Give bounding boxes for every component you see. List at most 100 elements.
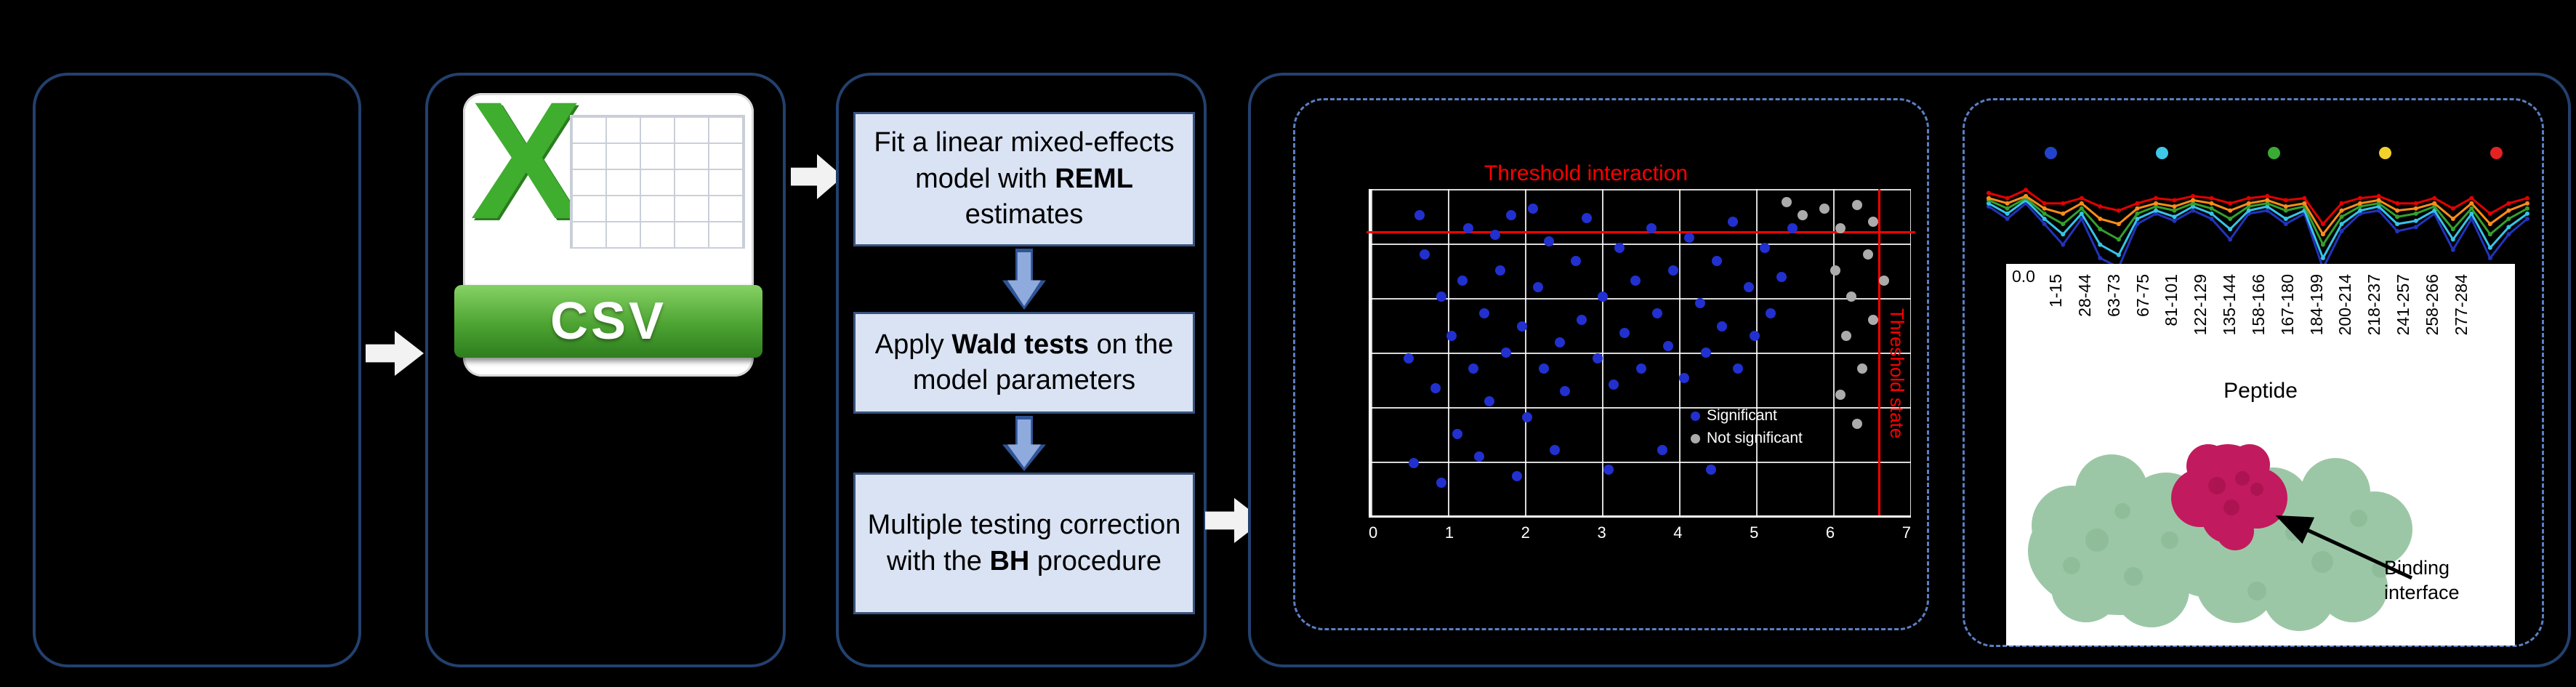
excel-logo-icon: X bbox=[470, 67, 582, 254]
scatter-point bbox=[1538, 363, 1549, 374]
scatter-point bbox=[1862, 249, 1873, 260]
scatter-point bbox=[1846, 292, 1857, 302]
scatter-point bbox=[1651, 308, 1662, 318]
peptide-tick-label: 277-284 bbox=[2451, 274, 2471, 336]
scatter-point bbox=[1582, 213, 1593, 224]
right-arrow-icon bbox=[366, 331, 424, 376]
scatter-point bbox=[1700, 347, 1711, 358]
scatter-point bbox=[1576, 314, 1587, 325]
scatter-point bbox=[1867, 216, 1878, 227]
peptide-tick-label: 258-266 bbox=[2422, 274, 2442, 336]
scatter-point bbox=[1867, 314, 1878, 325]
threshold-interaction-line bbox=[1367, 231, 1915, 234]
scatter-point bbox=[1727, 216, 1738, 227]
scatter-point bbox=[1506, 209, 1517, 220]
scatter-point bbox=[1851, 200, 1862, 211]
peptide-tick-label: 28-44 bbox=[2074, 274, 2094, 317]
scatter-point bbox=[1452, 428, 1462, 439]
step-reml-box: Fit a linear mixed-effects model with RE… bbox=[853, 112, 1195, 246]
binding-interface-region bbox=[2171, 444, 2287, 550]
scatter-point bbox=[1404, 353, 1414, 364]
spreadsheet-grid-icon bbox=[570, 115, 745, 249]
scatter-point bbox=[1489, 229, 1500, 240]
scatter-point bbox=[1468, 363, 1479, 374]
scatter-point bbox=[1571, 255, 1582, 266]
scatter-point bbox=[1857, 363, 1868, 374]
scatter-point bbox=[1533, 281, 1544, 292]
scatter-point bbox=[1430, 382, 1441, 393]
down-arrow-icon bbox=[1002, 416, 1046, 471]
peptide-tick-label: 1-15 bbox=[2046, 274, 2065, 308]
scatter-point bbox=[1598, 292, 1609, 302]
scatter-point bbox=[1614, 242, 1625, 253]
scatter-point bbox=[1657, 445, 1668, 456]
peptide-tick-label: 135-144 bbox=[2220, 274, 2239, 336]
peptide-tick-label: 184-199 bbox=[2306, 274, 2326, 336]
scatter-point bbox=[1668, 265, 1679, 276]
peptide-tick-label: 67-75 bbox=[2133, 274, 2152, 317]
scatter-point bbox=[1835, 389, 1846, 400]
peptide-tick-label: 218-237 bbox=[2364, 274, 2384, 336]
peptide-tick-label: 200-214 bbox=[2335, 274, 2355, 336]
series-dot-icon bbox=[2156, 146, 2169, 159]
peptide-tick-label: 241-257 bbox=[2394, 274, 2413, 336]
uptake-chart-svg bbox=[1987, 188, 2529, 271]
scatter-point bbox=[1684, 233, 1695, 244]
scatter-point bbox=[1436, 478, 1446, 489]
scatter-point bbox=[1776, 272, 1787, 283]
threshold-state-line bbox=[1878, 189, 1881, 515]
scatter-point bbox=[1522, 412, 1533, 423]
scatter-point bbox=[1495, 265, 1506, 276]
scatter-point bbox=[1706, 465, 1717, 475]
scatter-point bbox=[1593, 353, 1603, 364]
scatter-point bbox=[1840, 331, 1851, 342]
peptide-tick-label: 122-129 bbox=[2191, 274, 2210, 336]
series-dot-icon bbox=[2378, 146, 2391, 159]
down-arrow-icon bbox=[1002, 249, 1046, 310]
model-pipeline-box: Fit a linear mixed-effects model with RE… bbox=[836, 73, 1207, 667]
protein-structure-svg bbox=[2028, 444, 2412, 631]
scatter-point bbox=[1635, 363, 1646, 374]
series-dot-icon bbox=[2045, 146, 2057, 159]
scatter-point bbox=[1527, 203, 1538, 214]
scatter-point bbox=[1695, 298, 1706, 309]
scatter-point bbox=[1798, 209, 1808, 220]
legend-entry: Not significant bbox=[1691, 430, 1803, 447]
x-tick-label: 5 bbox=[1750, 523, 1759, 542]
scatter-point bbox=[1851, 419, 1862, 430]
scatter-point bbox=[1760, 242, 1771, 253]
x-tick-label: 1 bbox=[1444, 523, 1454, 542]
x-tick-label: 0 bbox=[1369, 523, 1378, 542]
scatter-point bbox=[1544, 236, 1555, 246]
scatter-point bbox=[1446, 331, 1457, 342]
step-wald-text: Apply Wald tests on the model parameters bbox=[874, 329, 1174, 395]
csv-file-icon: X CSV bbox=[454, 77, 762, 377]
peptide-tick-label: 158-166 bbox=[2248, 274, 2268, 336]
scatter-point bbox=[1462, 222, 1473, 233]
scatter-point bbox=[1420, 249, 1430, 260]
x-tick-label: 3 bbox=[1597, 523, 1606, 542]
step-wald-box: Apply Wald tests on the model parameters bbox=[853, 312, 1195, 414]
x-tick-label: 4 bbox=[1673, 523, 1683, 542]
scatter-point bbox=[1782, 196, 1792, 207]
scatter-point bbox=[1619, 327, 1630, 338]
scatter-point bbox=[1500, 347, 1511, 358]
peptide-tick-label: 81-101 bbox=[2162, 274, 2181, 326]
scatter-point bbox=[1678, 373, 1689, 384]
scatter-point bbox=[1787, 222, 1798, 233]
scatter-point bbox=[1549, 445, 1560, 456]
uptake-legend-dots bbox=[2045, 145, 2503, 160]
scatter-point bbox=[1711, 255, 1722, 266]
scatter-point bbox=[1878, 275, 1889, 286]
csv-banner: CSV bbox=[454, 285, 762, 358]
scatter-point bbox=[1630, 275, 1641, 286]
scatter-point bbox=[1436, 292, 1446, 302]
series-dot-icon bbox=[2267, 146, 2280, 159]
